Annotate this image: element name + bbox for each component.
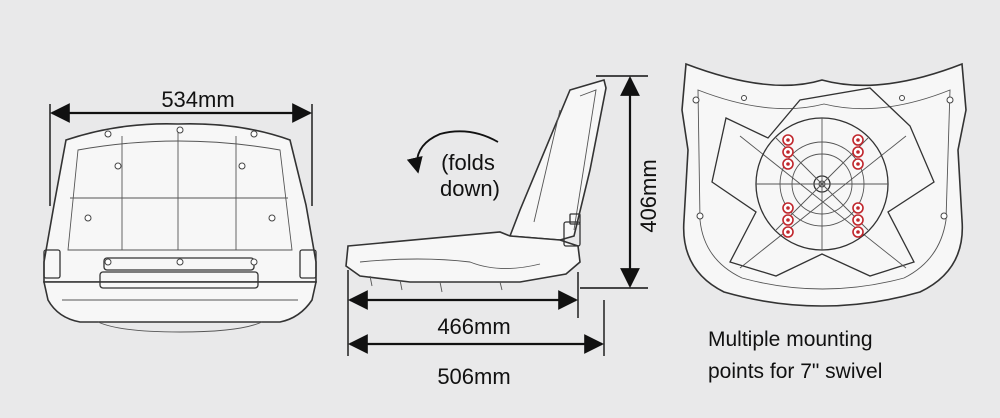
side-height-label: 406mm <box>636 159 661 232</box>
mount-point-icon <box>782 226 794 238</box>
mount-point-icon <box>782 202 794 214</box>
mount-point-icon <box>782 158 794 170</box>
mount-point-icon <box>852 226 864 238</box>
mount-point-icon <box>852 146 864 158</box>
mount-point-icon <box>852 158 864 170</box>
fold-note-line1: (folds <box>441 150 495 175</box>
caption-line1: Multiple mounting <box>708 328 873 351</box>
front-width-label: 534mm <box>161 87 234 112</box>
mount-point-icon <box>782 146 794 158</box>
mounting-points <box>782 134 864 238</box>
mount-point-icon <box>852 214 864 226</box>
caption-line2: points for 7" swivel <box>708 360 882 383</box>
side-height-dimension <box>580 75 648 289</box>
front-width-dimension <box>49 103 313 206</box>
side-seat-depth-label: 466mm <box>437 314 510 339</box>
bottom-view <box>681 62 967 307</box>
mount-point-icon <box>852 134 864 146</box>
mount-point-icon <box>782 134 794 146</box>
side-view <box>345 78 607 293</box>
mount-point-icon <box>782 214 794 226</box>
fold-arrow-icon <box>406 130 499 174</box>
front-view <box>43 123 317 333</box>
side-seat-depth-dimension <box>347 270 605 356</box>
fold-note-line2: down) <box>440 176 500 201</box>
side-total-depth-label: 506mm <box>437 364 510 389</box>
mount-point-icon <box>852 202 864 214</box>
